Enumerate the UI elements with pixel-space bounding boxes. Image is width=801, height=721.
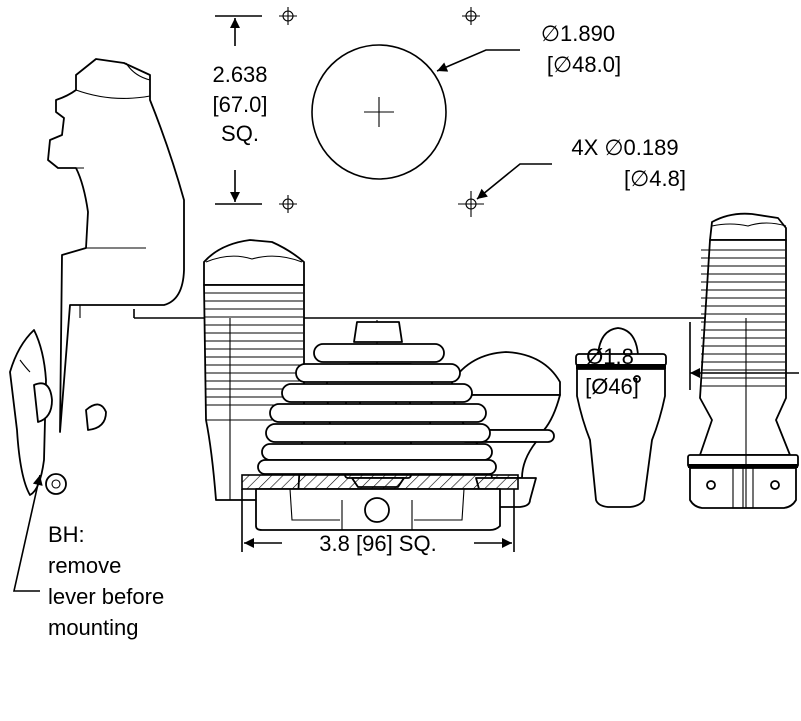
- handle-bh: [9, 58, 185, 496]
- crosshair-icon: [279, 195, 297, 213]
- panel-pattern: 2.638 [67.0] SQ. ∅1.890 [∅48.0]: [212, 7, 686, 217]
- flange-dimension: 3.8 [96] SQ.: [241, 489, 515, 556]
- side-dimension-value: 2.638: [212, 62, 267, 87]
- side-dimension-suffix: SQ.: [221, 121, 259, 146]
- note-line-1: BH:: [48, 522, 85, 547]
- handle-cone: [575, 327, 667, 508]
- crosshair-icon: [462, 7, 480, 25]
- side-dimension: 2.638 [67.0] SQ.: [212, 15, 268, 205]
- handle-ribs: [205, 292, 303, 406]
- mount-hole-diameter: 4X ∅0.189: [571, 135, 678, 160]
- joystick-base: [241, 321, 519, 531]
- center-hole: [311, 44, 447, 180]
- side-dimension-metric: [67.0]: [212, 92, 267, 117]
- crosshair-icon: [279, 7, 297, 25]
- handle-tall-base: [687, 212, 799, 509]
- center-hole-diameter: ∅1.890: [541, 21, 615, 46]
- center-hole-diameter-metric: [∅48.0]: [547, 52, 621, 77]
- handle-diameter-metric: [Ø46]: [585, 374, 639, 399]
- lever-note: BH: remove lever before mounting: [13, 474, 164, 640]
- handle-diameter: Ø1.8: [586, 344, 634, 369]
- note-line-3: lever before: [48, 584, 164, 609]
- note-line-4: mounting: [48, 615, 139, 640]
- handle-ribs: [701, 249, 785, 387]
- crosshair-icon: [458, 191, 484, 217]
- flange-width: 3.8 [96] SQ.: [319, 531, 436, 556]
- mount-hole-diameter-metric: [∅4.8]: [624, 166, 686, 191]
- note-line-2: remove: [48, 553, 121, 578]
- handle-diameter-dimension: Ø1.8 [Ø46]: [585, 322, 799, 399]
